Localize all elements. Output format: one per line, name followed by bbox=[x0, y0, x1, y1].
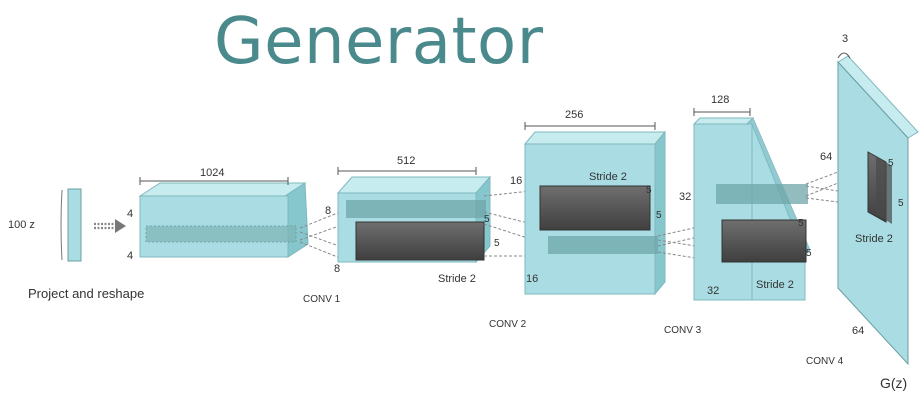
layer3-depth-label: 128 bbox=[711, 94, 729, 106]
layer2-kernel-a: 5 bbox=[646, 185, 652, 196]
layer1-stride-label: Stride 2 bbox=[438, 273, 476, 285]
layer3-height-label: 32 bbox=[679, 191, 691, 203]
z-input-label: 100 z bbox=[8, 219, 35, 231]
layer2-kernel-b: 5 bbox=[656, 210, 662, 221]
layer2-width-label: 16 bbox=[526, 273, 538, 285]
layer4-stride-label: Stride 2 bbox=[855, 233, 893, 245]
layer3-stride-label: Stride 2 bbox=[756, 279, 794, 291]
connector-0-1 bbox=[299, 207, 351, 263]
layer4-depth-label: 3 bbox=[842, 33, 848, 45]
project-arrow bbox=[94, 219, 126, 233]
layer4-kernel-b: 5 bbox=[898, 198, 904, 209]
layer0-height-label: 4 bbox=[127, 208, 133, 220]
conv3-label: CONV 3 bbox=[664, 325, 702, 336]
layer4-kernel-a: 5 bbox=[888, 158, 894, 169]
output-label: G(z) bbox=[880, 375, 907, 391]
layer1-kernel-b: 5 bbox=[494, 238, 500, 249]
layer3-width-label: 32 bbox=[707, 285, 719, 297]
layer2-stride-label: Stride 2 bbox=[589, 171, 627, 183]
diagram-title: Generator bbox=[214, 5, 544, 79]
layer3-kernel-b: 5 bbox=[806, 248, 812, 259]
layer3-kernel-a: 5 bbox=[798, 218, 804, 229]
layer1-width-label: 8 bbox=[334, 263, 340, 275]
z-input-vector bbox=[60, 188, 82, 262]
layer0-depth-label: 1024 bbox=[200, 167, 224, 179]
layer1-kernel-a: 5 bbox=[484, 214, 490, 225]
layer1-depth-label: 512 bbox=[397, 155, 415, 167]
conv4-label: CONV 4 bbox=[806, 356, 844, 367]
conv2-label: CONV 2 bbox=[489, 319, 527, 330]
layer4-width-label: 64 bbox=[852, 325, 864, 337]
tensor-64x64-output bbox=[837, 55, 919, 366]
tensor-16x16 bbox=[523, 130, 667, 296]
layer4-height-label: 64 bbox=[820, 151, 832, 163]
layer0-width-label: 4 bbox=[127, 250, 133, 262]
layer1-height-label: 8 bbox=[325, 205, 331, 217]
conv1-label: CONV 1 bbox=[303, 294, 341, 305]
layer2-depth-label: 256 bbox=[565, 109, 583, 121]
tensor-32x32 bbox=[692, 117, 811, 301]
project-reshape-label: Project and reshape bbox=[28, 286, 144, 301]
layer2-height-label: 16 bbox=[510, 175, 522, 187]
tensor-4x4 bbox=[138, 182, 309, 258]
tensor-8x8 bbox=[336, 175, 492, 264]
